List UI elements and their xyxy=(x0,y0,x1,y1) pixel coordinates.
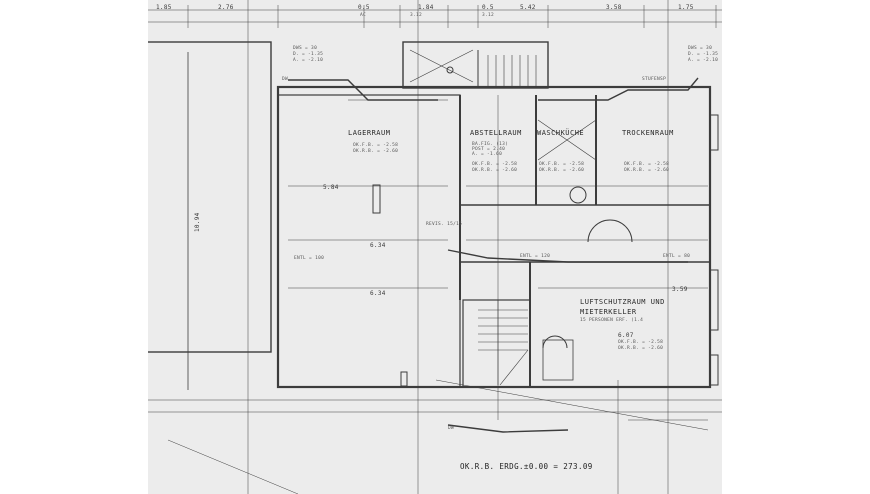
dws-right-3: A. = -2.10 xyxy=(688,58,719,63)
room-trocken-okrb: OK.R.B. = -2.60 xyxy=(624,168,670,173)
entl-mid: ENTL = 120 xyxy=(520,254,551,259)
room-abstell-extra3: A. = -1.60 xyxy=(472,152,503,157)
room-abstell-extra1: BA.FIG. (13) xyxy=(472,142,509,147)
dim-607: 6.07 xyxy=(618,332,634,339)
dim-top-sub-1: AC xyxy=(360,13,367,18)
room-abstell-extra2: POST = 2.40 xyxy=(472,147,506,152)
stair-lower xyxy=(462,299,531,388)
dws-right: DWS = 30 xyxy=(688,46,713,51)
dim-634: 6.34 xyxy=(370,242,386,249)
dim-top-1: 1.85 xyxy=(156,4,172,11)
floor-plan-sheet: 1.85 2.76 0.5 1.84 0.5 5.42 3.58 1.75 AC… xyxy=(148,0,722,494)
room-abstell-okrb: OK.R.B. = -2.60 xyxy=(472,168,518,173)
ok-erdg-label: OK.R.B. ERDG.±0.00 = 273.09 xyxy=(460,462,593,471)
room-lagerraum-name: LAGERRAUM xyxy=(348,129,391,137)
dws-left-2: D. = -1.35 xyxy=(293,52,324,57)
stair-top xyxy=(402,41,549,89)
dim-top-5: 0.5 xyxy=(482,4,494,11)
dim-top-3: 0.5 xyxy=(358,4,370,11)
floor-plan-drawing xyxy=(148,0,722,494)
dim-359: 3.59 xyxy=(672,286,688,293)
entl-left: ENTL = 100 xyxy=(294,256,325,261)
room-luftschutz-okrb: OK.R.B. = -2.60 xyxy=(618,346,664,351)
room-wasch-okfb: OK.F.B. = -2.58 xyxy=(539,162,585,167)
room-trocken-okfb: OK.F.B. = -2.58 xyxy=(624,162,670,167)
room-luftschutz-okfb: OK.F.B. = -2.58 xyxy=(618,340,664,345)
dim-top-sub-2: 3.12 xyxy=(410,13,423,18)
dim-top-2: 2.76 xyxy=(218,4,234,11)
dim-top-sub-3: 3.12 xyxy=(482,13,495,18)
room-abstellraum-name: ABSTELLRAUM xyxy=(470,129,522,137)
dw-lower: DW xyxy=(448,426,455,431)
dim-top-7: 3.58 xyxy=(606,4,622,11)
site-boundary-left xyxy=(148,41,272,353)
room-lagerraum-okrb: OK.R.B. = -2.60 xyxy=(353,149,399,154)
room-luftschutz-name-1: LUFTSCHUTZRAUM UND xyxy=(580,298,665,306)
room-trockenraum-name: TROCKENRAUM xyxy=(622,129,674,137)
dim-top-8: 1.75 xyxy=(678,4,694,11)
dim-634-b: 6.34 xyxy=(370,290,386,297)
room-luftschutz-name-2: MIETERKELLER xyxy=(580,308,637,316)
room-waschkueche-name: WASCHKÜCHE xyxy=(537,129,585,137)
stufe-label: STUFENSP xyxy=(642,77,667,82)
dws-left: DWS = 30 xyxy=(293,46,318,51)
room-abstell-okfb: OK.F.B. = -2.58 xyxy=(472,162,518,167)
room-wasch-okrb: OK.R.B. = -2.60 xyxy=(539,168,585,173)
dim-1094: 10.94 xyxy=(194,212,201,232)
dim-top-4: 1.84 xyxy=(418,4,434,11)
room-luftschutz-note: 15 PERSONEN ERF. (1.4 xyxy=(580,318,644,323)
dw-label: DW xyxy=(282,77,289,82)
entl-right: ENTL = 80 xyxy=(663,254,691,259)
dws-right-2: D. = -1.35 xyxy=(688,52,719,57)
dim-584: 5.84 xyxy=(323,184,339,191)
room-lagerraum-okfb: OK.F.B. = -2.58 xyxy=(353,143,399,148)
revis-label: REVIS. 15/15 xyxy=(426,222,463,227)
dws-left-3: A. = -2.10 xyxy=(293,58,324,63)
dim-top-6: 5.42 xyxy=(520,4,536,11)
